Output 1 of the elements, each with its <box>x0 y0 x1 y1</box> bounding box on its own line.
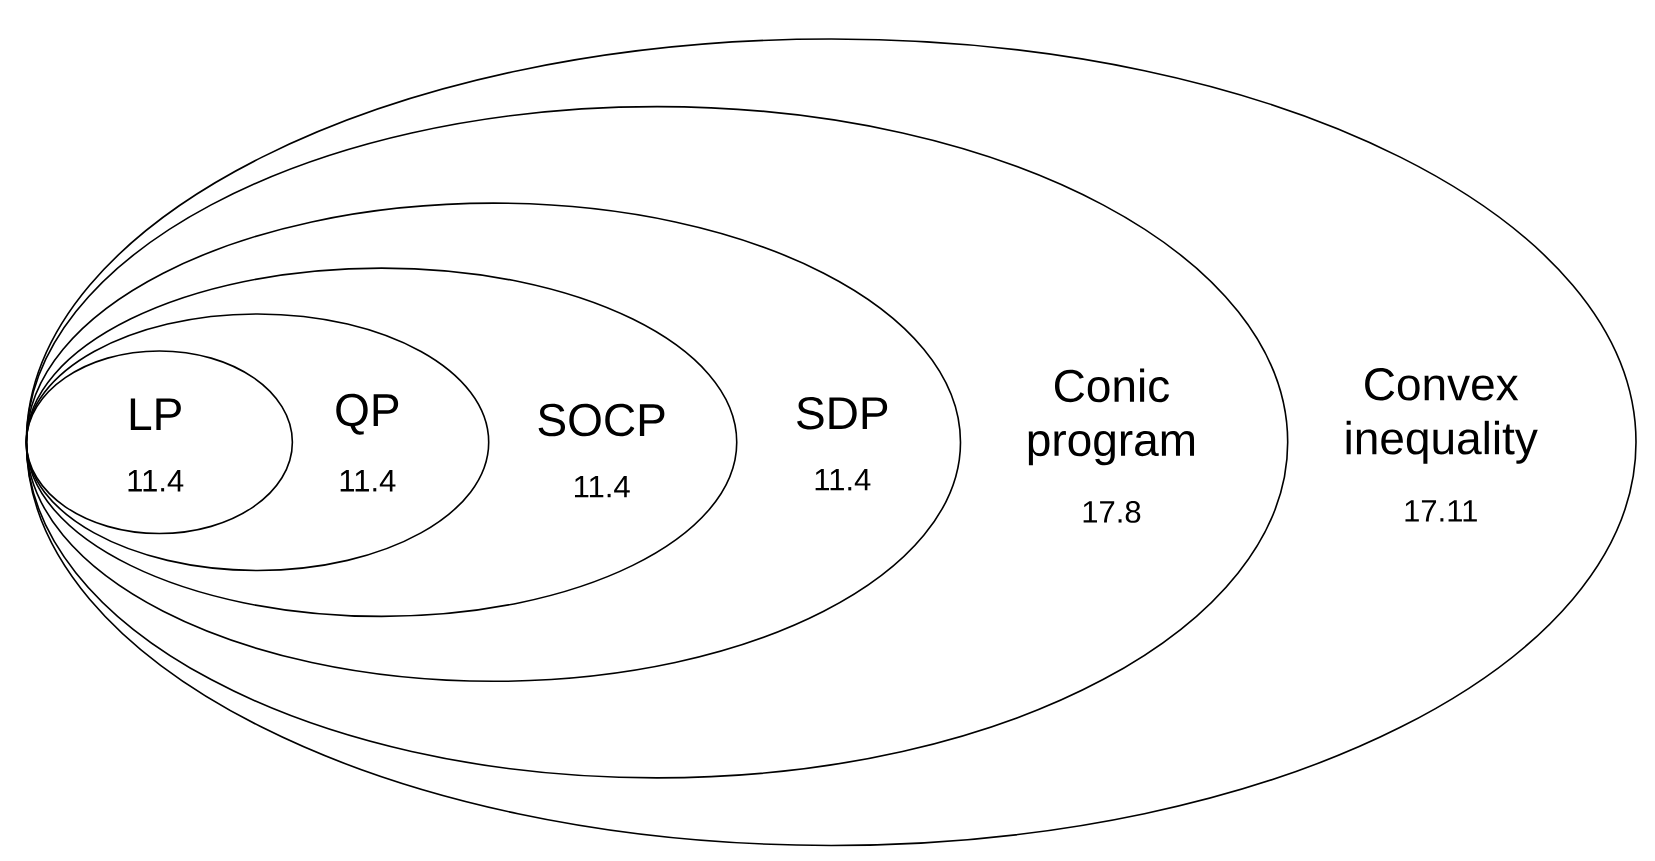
ellipse-region: LP 11.4 <box>25 350 294 535</box>
